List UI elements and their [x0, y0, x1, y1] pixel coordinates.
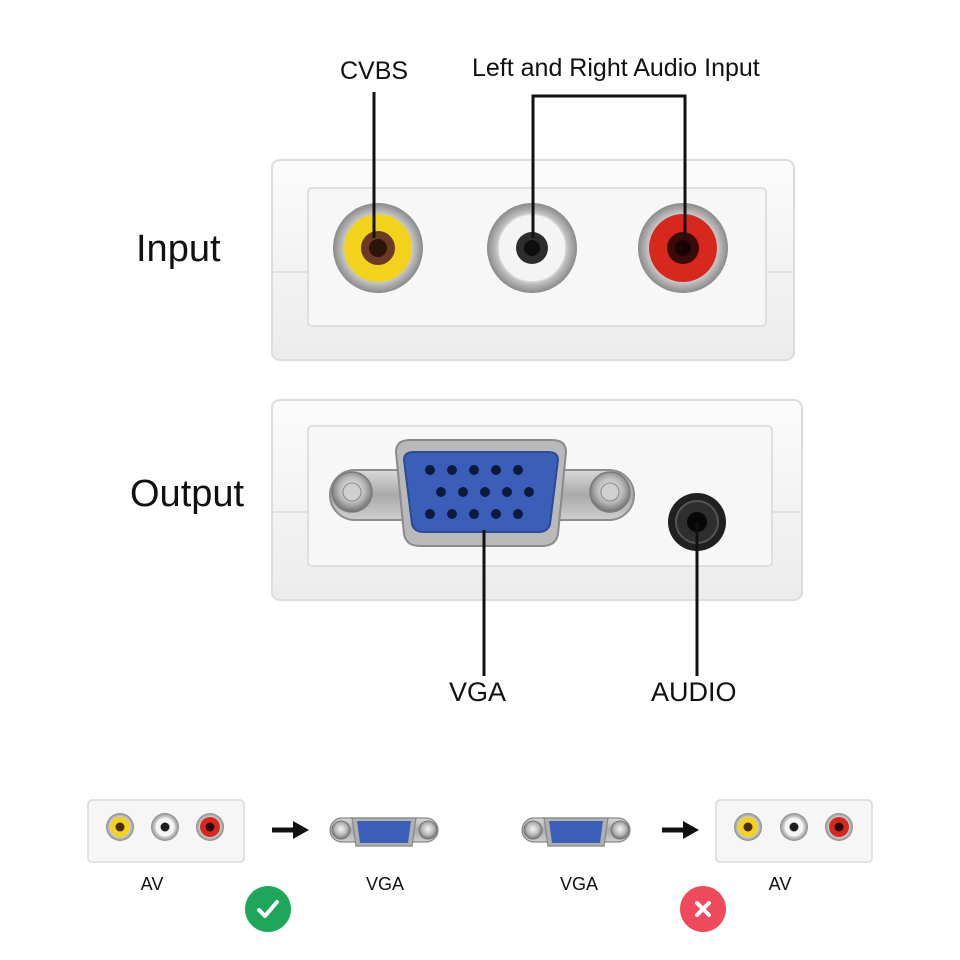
audio-label: AUDIO [651, 677, 737, 707]
mini-av-device-left [87, 799, 245, 863]
arrow-right-icon [272, 821, 309, 839]
rca-yellow-jack [333, 203, 423, 293]
input-callout-lines [372, 92, 687, 238]
mini-vga-port-right [521, 817, 631, 847]
rca-red-jack [638, 203, 728, 293]
vga-label: VGA [449, 677, 507, 707]
conversion-left-to-label: VGA [365, 874, 404, 894]
mini-av-device-right [715, 799, 873, 863]
output-callout-lines [482, 522, 699, 676]
output-label: Output [130, 473, 245, 515]
mini-vga-port-left [329, 817, 439, 847]
cvbs-label: CVBS [340, 57, 409, 85]
cross-icon [680, 886, 726, 932]
conversion-right-from-label: VGA [559, 874, 598, 894]
arrow-right-icon [662, 821, 699, 839]
rca-white-jack [487, 203, 577, 293]
conversion-right-to-label: AV [768, 874, 792, 894]
check-icon [245, 886, 291, 932]
conversion-left-from-label: AV [140, 874, 164, 894]
input-label: Input [136, 228, 221, 270]
audio-input-label: Left and Right Audio Input [472, 54, 760, 82]
vga-port [329, 439, 635, 547]
